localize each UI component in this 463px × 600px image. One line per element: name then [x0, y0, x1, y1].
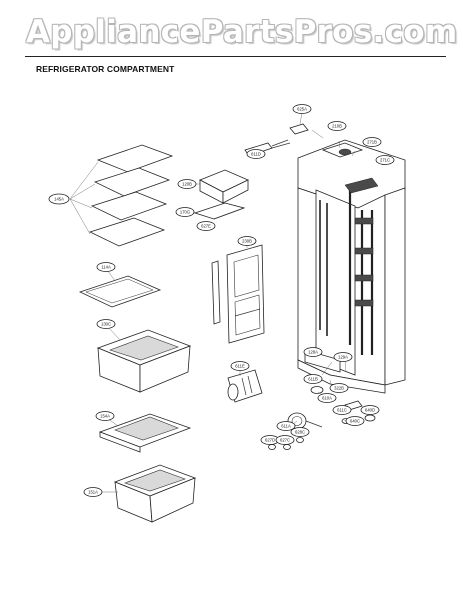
callout-628c: 628C: [290, 427, 310, 437]
watermark-text: AppliancePartsPros.com: [26, 14, 458, 50]
svg-text:640D: 640D: [365, 408, 375, 413]
watermark-logo: AppliancePartsPros.com: [0, 0, 463, 54]
svg-text:151A: 151A: [88, 490, 98, 495]
callout-627c: 627C: [275, 435, 295, 445]
svg-text:170G: 170G: [180, 210, 190, 215]
callout-627e: 627E: [196, 221, 216, 231]
svg-text:640C: 640C: [350, 419, 360, 424]
callout-170g: 170G: [175, 207, 195, 217]
svg-text:611A: 611A: [281, 424, 291, 429]
svg-text:271C: 271C: [380, 158, 390, 163]
callout-271c: 271C: [375, 155, 395, 165]
lamp-assembly: [185, 169, 249, 220]
callout-640c: 640C: [345, 416, 365, 426]
title-divider: [25, 56, 446, 57]
svg-text:627D: 627D: [265, 438, 275, 443]
callout-611a: 611A: [276, 421, 296, 431]
callout-145a: 145A: [48, 193, 70, 205]
callout-129a: 129A: [333, 352, 353, 362]
glass-shelf-stack: [69, 144, 174, 247]
callout-322b: 322B: [329, 383, 349, 393]
page-title: REFRIGERATOR COMPARTMENT: [36, 64, 175, 74]
callout-130c: 130C: [96, 319, 116, 329]
callout-611e: 611E: [230, 361, 250, 371]
callout-610a: 610A: [317, 393, 337, 403]
callout-627d: 627D: [260, 435, 280, 445]
svg-text:130C: 130C: [101, 322, 111, 327]
svg-text:628C: 628C: [295, 430, 305, 435]
fan-motor-611e: [227, 369, 263, 403]
callout-611b: 611B: [303, 374, 323, 384]
svg-text:154A: 154A: [100, 414, 110, 419]
svg-text:627E: 627E: [201, 224, 211, 229]
callout-271b: 271B: [362, 137, 382, 147]
svg-text:625A: 625A: [297, 107, 307, 112]
svg-text:271B: 271B: [367, 140, 377, 145]
svg-text:610A: 610A: [322, 396, 332, 401]
svg-text:611E: 611E: [235, 364, 245, 369]
callout-154a: 154A: [95, 411, 115, 421]
callout-128a: 128A: [303, 347, 323, 357]
callout-611c: 611C: [332, 405, 352, 415]
svg-text:627C: 627C: [280, 438, 290, 443]
svg-text:114A: 114A: [101, 265, 111, 270]
bottom-drawer: [100, 464, 197, 523]
crisper-drawer: [96, 326, 192, 393]
callout-120b: 120B: [177, 179, 197, 189]
svg-text:322B: 322B: [334, 386, 344, 391]
drawer-cover: [98, 413, 192, 453]
svg-text:611B: 611B: [308, 377, 318, 382]
control-knob-625a: [289, 112, 309, 135]
callout-611d: 611D: [246, 149, 266, 159]
callout-151a: 151A: [83, 487, 103, 497]
door-bezel-230b: [211, 244, 265, 344]
svg-text:611C: 611C: [337, 408, 347, 413]
refrigerator-cabinet: [297, 139, 406, 394]
shelf-frame: [78, 270, 162, 308]
svg-text:129A: 129A: [338, 355, 348, 360]
callout-210b: 210B: [327, 121, 347, 131]
callout-114a: 114A: [96, 262, 116, 272]
svg-text:128A: 128A: [308, 350, 318, 355]
svg-text:210B: 210B: [332, 124, 342, 129]
svg-text:145A: 145A: [54, 197, 64, 202]
svg-text:230B: 230B: [242, 239, 252, 244]
callout-640d: 640D: [360, 405, 380, 415]
callout-625a: 625A: [292, 104, 312, 114]
callout-230b: 230B: [237, 236, 257, 246]
svg-text:611D: 611D: [251, 152, 261, 157]
svg-text:120B: 120B: [182, 182, 192, 187]
